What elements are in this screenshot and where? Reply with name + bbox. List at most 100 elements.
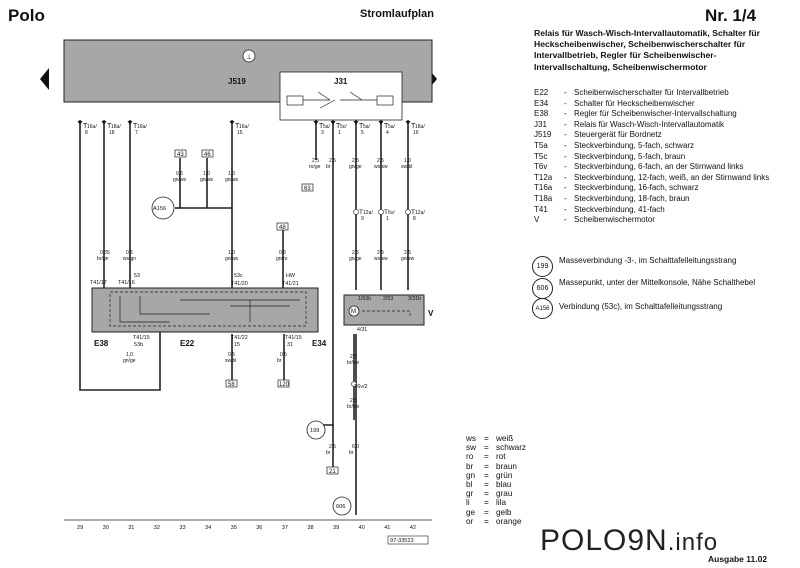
connector-label: 18a/ [415,124,425,130]
wire-gauge: 0,35 [100,250,110,256]
connector-label: 5c/ [340,124,347,130]
ground-symbol-mark: ⊥ [246,54,252,61]
wire-gauge: 1,0 [126,352,133,358]
motor-p3: 3/31b [408,296,421,302]
legend-item: E22-Scheibenwischerschalter für Interval… [534,88,729,97]
ground-legend-a156: A156 Verbindung (53c), im Schalttafellei… [532,298,794,319]
wire-gauge: 2,5 [312,158,319,164]
inline-connector-icon [353,209,359,215]
relay-coil-left [286,95,304,106]
label-31: 31 [287,342,293,348]
label-e34: E34 [312,339,327,348]
label-hw: HW [286,273,296,279]
connector-pin: 8 [85,130,88,136]
wire-gauge: 1,0 [228,171,235,177]
label-j519: J519 [228,77,246,86]
connector-arrow-icon [330,121,336,125]
label-53b: 53b [134,342,143,348]
legend-item: E38-Regler für Scheibenwischer-Intervall… [534,109,737,119]
column-number: 29 [77,525,83,531]
switch-inner [109,291,307,327]
connector-t: T [384,123,389,130]
connector-label: 5a/ [363,124,371,130]
wire-color: sw/bl [225,358,236,364]
connector-pin: 16 [413,130,419,136]
ref-43: 43 [177,152,184,158]
column-number: 38 [307,525,313,531]
legend-item: V-Scheibenwischermotor [534,215,655,225]
label-e22: E22 [180,339,195,348]
color-item: ro=rot [466,452,506,462]
label-53: 53 [134,273,140,279]
column-number: 40 [359,525,365,531]
wire-color: ws/gn [123,256,136,262]
column-number: 39 [333,525,339,531]
color-item: gn=grün [466,470,513,480]
connector-t: T [319,123,324,130]
ground-606 [332,496,352,516]
connector-arrow-icon [378,121,384,125]
column-number: 30 [103,525,109,531]
connector-t: T [384,209,388,216]
wire-gauge: 2,5 [329,444,336,450]
inline-connector-icon [351,381,357,387]
connector-arrow-icon [77,121,83,125]
color-item: bl=blau [466,480,512,490]
legend-item: T16a-Steckverbindung, 16-fach, schwarz [534,183,699,193]
column-number: 34 [205,525,211,531]
connector-t: T [235,123,240,130]
connector-label: 16a/ [239,124,249,130]
site-logo[interactable]: POLO9N.info [540,524,719,557]
previous-page-arrow-icon[interactable] [40,68,49,90]
wire-color: br/sw [347,360,359,366]
column-number: 33 [179,525,185,531]
label-t6v2: T6v/2 [354,384,367,390]
connector-label: 16a/ [87,124,97,130]
wire-gauge: 1,0 [228,250,235,256]
wire-labels: 2,5ro/ge2,5br2,5gn/ge2,5ws/sw1,0sw/bl2,5… [97,158,414,456]
connector-label: 16a/ [137,124,147,130]
label-t41-21: T41/21 [282,281,299,287]
column-number: 31 [128,525,134,531]
wire-gauge: 2,5 [350,398,357,404]
wire-gauge: 0,5 [228,352,235,358]
wire-color: gn/ge [349,256,362,262]
label-53c: 53c [234,273,243,279]
motor-m: M [351,309,356,315]
color-item: li=lila [466,498,507,508]
label-606: 606 [336,504,345,510]
connector-pin: 8 [413,216,416,222]
ground-199 [306,420,326,440]
inline-connector-icon [405,209,411,215]
wire-gauge: 2,5 [350,354,357,360]
label-t41-15: T41/15 [133,335,150,341]
edition-label: Ausgabe 11.02 [708,554,768,564]
connector-pin: 1 [386,216,389,222]
motor-p1: 1/53b [358,296,371,302]
label-t41-15b: T41/15 [285,335,302,341]
document-title: Stromlaufplan [360,8,434,20]
column-number: 32 [154,525,160,531]
label-j31: J31 [334,77,348,86]
connector-label: 5a/ [388,124,396,130]
connection-a156 [151,196,175,220]
connector-arrow-icon [313,121,319,125]
wire-gauge: 2,5 [352,250,359,256]
wire-color: gn/ge [123,358,136,364]
connector-t: T [133,123,138,130]
connector-pin: 4 [386,130,389,136]
connector-pin: 15 [237,130,243,136]
drawing-id: 97-33523 [390,538,414,544]
wire-gauge: 2,5 [352,158,359,164]
wire-gauge: 0,5 [176,171,183,177]
diagram-description: Relais für Wasch-Wisch-Intervallautomati… [534,28,760,72]
legend-item: T5c-Steckverbindung, 5-fach, braun [534,151,686,161]
connector-pin: 9 [361,216,364,222]
wire-gauge: 2,5 [404,250,411,256]
wire-color: ws/sw [374,256,388,262]
ref-46: 46 [204,152,211,158]
connector-t: T [107,123,112,130]
connector-pin: 18 [109,130,115,136]
wire-gauge: 2,5 [377,250,384,256]
